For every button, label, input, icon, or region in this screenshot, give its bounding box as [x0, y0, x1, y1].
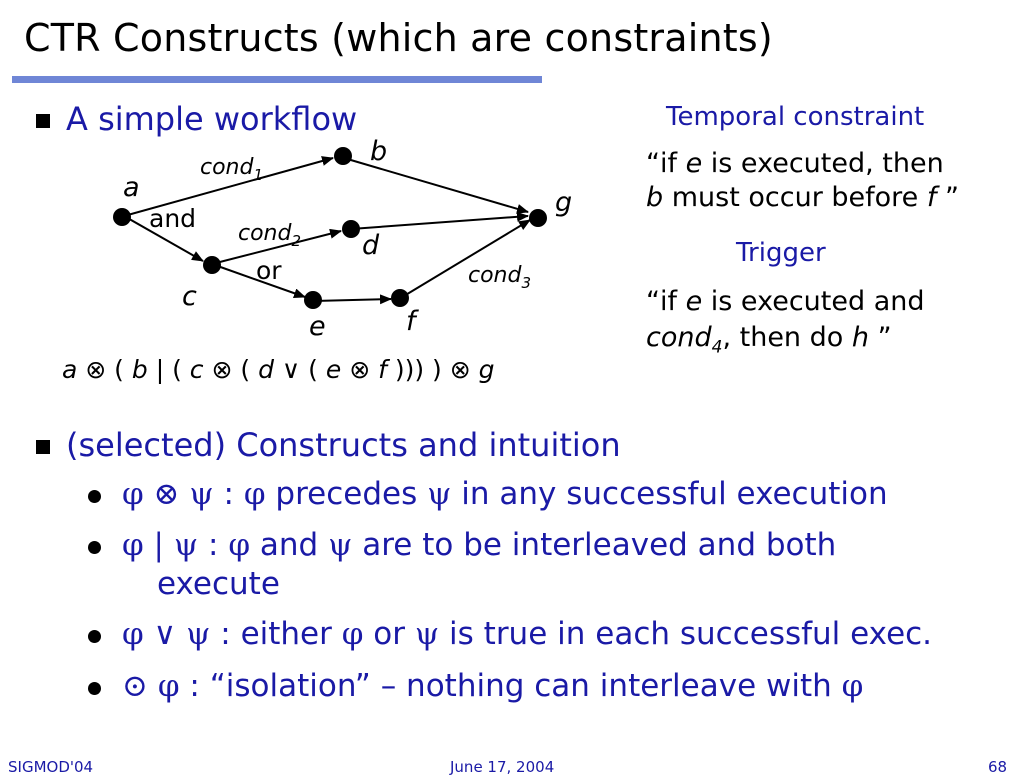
edge-d-g	[350, 211, 529, 230]
construct-choice: φ ∨ ψ : either φ or ψ is true in each su…	[122, 616, 933, 652]
edge-c-e	[211, 263, 306, 299]
temporal-line-2: b must occur before f ”	[646, 182, 959, 213]
node-label-c: c	[182, 281, 197, 312]
node-a	[113, 208, 131, 226]
title-underline	[12, 76, 542, 83]
edge-b-g	[343, 157, 529, 214]
trigger-heading: Trigger	[736, 238, 826, 268]
node-label-d: d	[362, 230, 380, 261]
edge-e-f	[313, 294, 392, 305]
bullet-square-2	[36, 440, 50, 454]
trigger-line-2: cond4, then do h ”	[646, 322, 892, 358]
footer-page-number: 68	[988, 758, 1008, 776]
trigger-line-1: “if e is executed and	[646, 286, 925, 317]
node-g	[529, 209, 547, 227]
edge-c-d	[211, 228, 342, 265]
node-b	[334, 147, 352, 165]
slide-title: CTR Constructs (which are constraints)	[24, 16, 773, 60]
edge-a-b	[123, 156, 334, 217]
bullet-workflow: A simple workflow	[66, 100, 358, 138]
bullet-square-1	[36, 114, 50, 128]
node-label-b: b	[370, 136, 387, 167]
node-label-e: e	[309, 311, 326, 342]
node-d	[342, 220, 360, 238]
construct-concurrent-cont: execute	[157, 566, 280, 602]
sub-bullet-dot-1	[88, 490, 101, 503]
and-label: and	[149, 204, 196, 233]
sub-bullet-dot-3	[88, 630, 101, 643]
or-label: or	[256, 256, 282, 285]
temporal-heading: Temporal constraint	[666, 102, 925, 132]
cond2-label: cond2	[238, 221, 301, 250]
node-e	[304, 291, 322, 309]
sub-bullet-dot-4	[88, 682, 101, 695]
node-label-f: f	[406, 306, 419, 337]
footer-conference: SIGMOD'04	[8, 758, 94, 776]
cond3-label: cond3	[468, 263, 531, 292]
bullet-constructs: (selected) Constructs and intuition	[66, 426, 621, 464]
node-label-g: g	[555, 187, 572, 218]
edge-a-c	[123, 215, 204, 262]
node-label-a: a	[123, 172, 140, 203]
sub-bullet-dot-2	[88, 541, 101, 554]
node-c	[203, 256, 221, 274]
footer-date: June 17, 2004	[450, 758, 555, 776]
temporal-line-1: “if e is executed, then	[646, 148, 944, 179]
construct-isolation: ⊙ φ : “isolation” – nothing can interlea…	[122, 668, 864, 704]
construct-concurrent: φ | ψ : φ and ψ are to be interleaved an…	[122, 527, 837, 563]
cond1-label: cond1	[200, 155, 263, 184]
node-f	[391, 289, 409, 307]
construct-serial: φ ⊗ ψ : φ precedes ψ in any successful e…	[122, 476, 888, 512]
workflow-formula: a ⊗ ( b | ( c ⊗ ( d ∨ ( e ⊗ f ))) ) ⊗ g	[62, 355, 495, 384]
edge-f-g	[398, 219, 531, 300]
